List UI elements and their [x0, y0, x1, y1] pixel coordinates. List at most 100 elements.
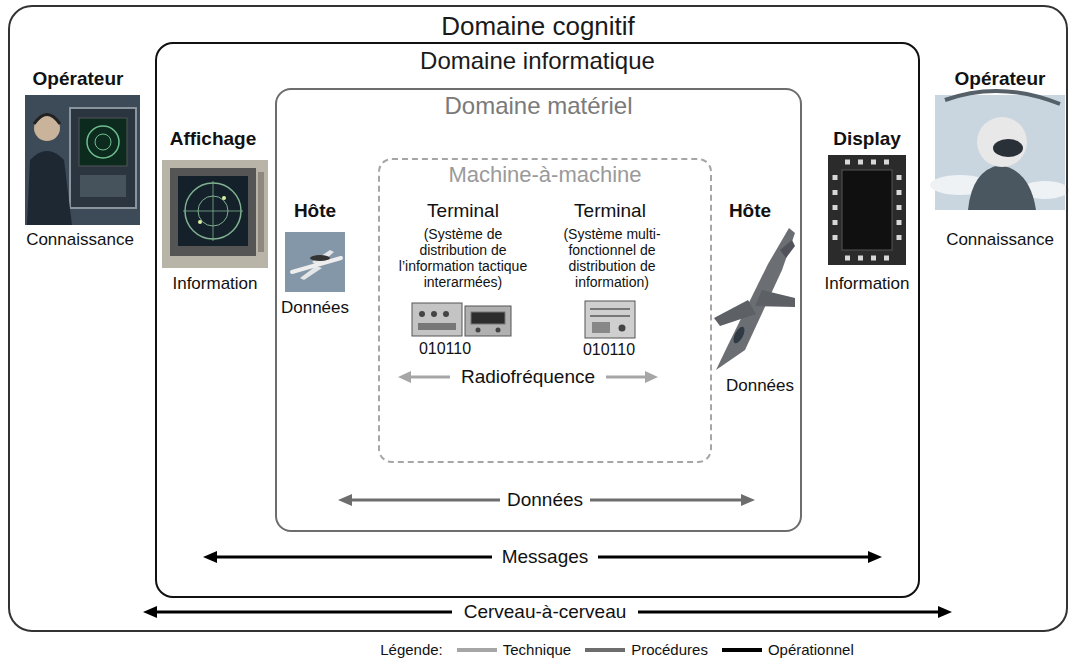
- panel-line: [590, 308, 630, 310]
- cockpit-display-photo: [828, 155, 906, 265]
- keyboard: [80, 175, 126, 197]
- bit-string: 010110: [583, 341, 635, 359]
- radar-axis: [213, 181, 214, 241]
- legend-text: Technique: [503, 641, 571, 658]
- screen: [842, 170, 892, 250]
- arrow-line: [408, 376, 450, 379]
- arrow-head: [338, 494, 352, 506]
- connector: [592, 322, 610, 333]
- arrow-head: [143, 606, 157, 618]
- canopy: [731, 325, 747, 345]
- arrow-line: [598, 556, 872, 559]
- equipment-box: [412, 303, 462, 336]
- terminal-equipment: [412, 303, 511, 336]
- buttons: [845, 160, 895, 165]
- level-caption: Information: [172, 274, 257, 294]
- role-heading: Opérateur: [33, 68, 124, 90]
- terminal-equipment: [585, 301, 635, 338]
- radar-blip: [222, 196, 226, 200]
- level-caption: Données: [281, 298, 349, 318]
- role-heading: Hôte: [294, 200, 336, 222]
- tail-fin: [780, 240, 795, 258]
- panel: [418, 323, 456, 330]
- arrow-label: Données: [503, 489, 587, 511]
- legend-text: Procédures: [631, 641, 708, 658]
- radome: [310, 255, 330, 261]
- legend-item: Opérationnel: [722, 641, 854, 658]
- level-caption: Connaissance: [26, 230, 134, 250]
- fighter-jet: [714, 228, 795, 370]
- panel: [471, 312, 505, 324]
- sky: [285, 232, 345, 292]
- legend-swatch: [585, 648, 625, 652]
- role-heading: Display: [833, 128, 901, 150]
- domain-title: Machine-à-machine: [380, 162, 710, 187]
- operator-body: [27, 151, 72, 225]
- buttons: [845, 256, 895, 261]
- terminal-name: Terminal: [574, 200, 646, 222]
- arrow-line: [638, 611, 942, 614]
- role-heading: Opérateur: [955, 68, 1046, 90]
- bit-string: 010110: [419, 340, 471, 358]
- wing: [755, 290, 795, 307]
- buttons: [833, 175, 838, 250]
- visor: [993, 139, 1023, 157]
- console-side: [258, 172, 264, 252]
- domain-box: Machine-à-machine Domaine matériel Domaine…: [8, 5, 1068, 632]
- radar-ring: [87, 126, 119, 158]
- legend-swatch: [722, 648, 762, 652]
- operator-photo: [25, 95, 140, 225]
- terminal-description: (Système de distribution de l’informatio…: [388, 226, 538, 290]
- arrow-label: Messages: [498, 546, 593, 568]
- knob: [619, 325, 626, 332]
- arrow-line: [606, 376, 648, 379]
- arrow-label: Radiofréquence: [457, 366, 599, 388]
- pilot-body: [968, 165, 1036, 210]
- domain-box: Machine-à-machine Domaine matériel: [275, 88, 802, 532]
- legend-text: Opérationnel: [768, 641, 854, 658]
- level-caption: Données: [726, 376, 794, 396]
- equipment-box: [465, 306, 511, 336]
- level-caption: Connaissance: [946, 230, 1054, 250]
- arrow-head: [398, 371, 411, 383]
- operator-head: [34, 115, 60, 141]
- domain-title: Domaine cognitif: [10, 12, 1066, 42]
- console: [70, 108, 136, 208]
- arrow-head: [868, 551, 882, 563]
- knob: [496, 328, 501, 333]
- bezel: [828, 155, 906, 265]
- level-caption: Information: [824, 274, 909, 294]
- legend-item: Technique: [457, 641, 571, 658]
- legend-item: Procédures: [585, 641, 708, 658]
- domain-box: Machine-à-machine Domaine matériel Domaine…: [155, 42, 920, 598]
- helmet: [977, 117, 1027, 167]
- pilot-photo: [930, 91, 1069, 210]
- terminal-description: (Système multi-fonctionnel de distributi…: [544, 226, 680, 290]
- arrow-head: [203, 551, 217, 563]
- console-frame: [162, 160, 268, 268]
- arrow-head: [741, 494, 755, 506]
- fuselage: [716, 228, 795, 370]
- knob: [431, 311, 437, 317]
- arrow-label: Cerveau-à-cerveau: [460, 601, 631, 623]
- display-console-photo: [162, 160, 268, 268]
- radar-ring: [95, 134, 111, 150]
- photo-ground: [25, 95, 140, 225]
- domain-title: Domaine informatique: [157, 47, 918, 75]
- knob: [476, 328, 481, 333]
- radar-blip: [198, 220, 202, 224]
- legend: Légende: Technique Procédures Opérationnel: [380, 641, 854, 658]
- panel-line: [590, 315, 630, 317]
- arrow-line: [213, 556, 492, 559]
- buttons: [897, 175, 902, 250]
- console-screen: [79, 118, 127, 166]
- equipment-box: [585, 301, 635, 338]
- legend-heading: Légende:: [380, 641, 443, 658]
- arrow-line: [590, 499, 745, 502]
- wing: [714, 300, 756, 326]
- arrow-line: [348, 499, 500, 502]
- screen: [178, 176, 248, 246]
- knob: [419, 311, 425, 317]
- domain-title: Domaine matériel: [277, 92, 800, 120]
